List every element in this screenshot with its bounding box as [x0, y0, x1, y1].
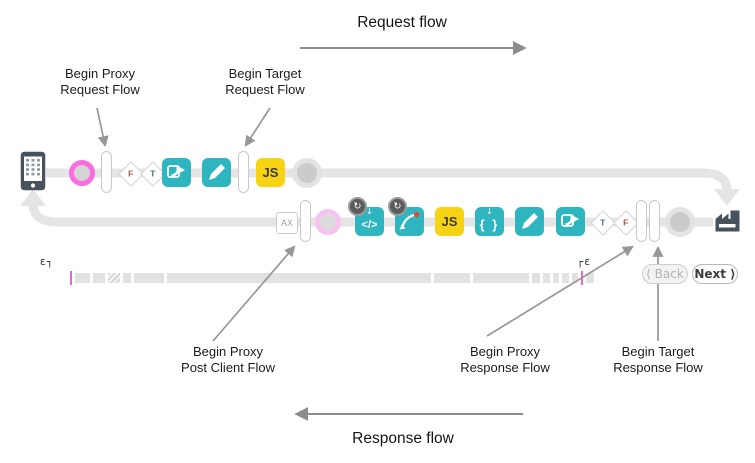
- timeline-segment[interactable]: [167, 273, 431, 283]
- response-javascript-policy-icon[interactable]: JS: [435, 207, 464, 236]
- arrow-begin-proxy-post-client-flow-icon: [212, 245, 296, 342]
- arrow-begin-proxy-response-flow-icon: [486, 245, 634, 337]
- arrow-begin-target-request-flow-icon: [244, 107, 271, 147]
- begin-target-response-flow-marker[interactable]: [649, 200, 660, 242]
- timeline-segment[interactable]: [572, 273, 578, 283]
- back-button[interactable]: ⟨ Back: [642, 264, 688, 284]
- timeline-selection-tick[interactable]: [581, 271, 583, 285]
- request-assign-message-policy-icon[interactable]: [202, 158, 231, 187]
- timeline-segment[interactable]: [532, 273, 540, 283]
- request-flow-arrowhead-icon: [714, 189, 740, 206]
- label-begin-proxy-request-flow: Begin Proxy Request Flow: [60, 66, 140, 97]
- label-begin-proxy-response-flow: Begin Proxy Response Flow: [460, 344, 550, 375]
- next-button[interactable]: Next ⟩: [692, 264, 738, 284]
- analytics-step-box[interactable]: AX: [276, 212, 298, 234]
- request-flow-end-dot[interactable]: [292, 158, 322, 188]
- arrow-begin-proxy-request-flow-icon: [96, 107, 109, 148]
- timeline-left-epsilon-mark: ε┐: [40, 256, 54, 268]
- response-flow-end-dot[interactable]: [665, 207, 695, 237]
- request-start-ring[interactable]: [69, 160, 95, 186]
- timeline-segment[interactable]: [134, 273, 164, 283]
- timeline-segment[interactable]: [108, 273, 120, 283]
- timeline-selection-tick[interactable]: [70, 271, 72, 285]
- response-flow-arrowhead-icon: [20, 189, 46, 206]
- timeline-segment[interactable]: [93, 273, 105, 283]
- begin-proxy-request-flow-marker[interactable]: [101, 151, 112, 193]
- request-flow-title: Request flow: [357, 14, 447, 31]
- label-begin-target-response-flow: Begin Target Response Flow: [613, 344, 703, 375]
- label-begin-proxy-post-client-flow: Begin Proxy Post Client Flow: [181, 344, 275, 375]
- timeline-segment[interactable]: [434, 273, 470, 283]
- request-callout-policy-icon[interactable]: [162, 158, 191, 187]
- begin-target-request-flow-marker[interactable]: [238, 151, 249, 193]
- timeline-segment[interactable]: [562, 273, 569, 283]
- timeline-segment[interactable]: [123, 273, 131, 283]
- replay-badge-icon: ↻: [348, 197, 367, 216]
- begin-proxy-response-flow-marker[interactable]: [636, 200, 647, 242]
- response-assign-message-policy-icon[interactable]: [515, 207, 544, 236]
- response-condition-true-diamond[interactable]: T: [590, 210, 616, 236]
- timeline-segment[interactable]: [473, 273, 529, 283]
- response-callout-policy-icon[interactable]: [556, 207, 585, 236]
- response-extract-variables-policy-icon[interactable]: ↓ { }: [475, 207, 504, 236]
- post-client-start-ring[interactable]: [315, 209, 341, 235]
- timeline-segment[interactable]: [553, 273, 559, 283]
- timeline-segment[interactable]: [586, 273, 594, 283]
- response-flow-title: Response flow: [352, 430, 454, 447]
- timeline-segment[interactable]: [543, 273, 550, 283]
- client-phone-icon[interactable]: [20, 151, 46, 191]
- timeline-track[interactable]: [70, 271, 594, 285]
- replay-badge-icon: ↻: [388, 197, 407, 216]
- label-begin-target-request-flow: Begin Target Request Flow: [225, 66, 305, 97]
- timeline-segment[interactable]: [75, 273, 90, 283]
- begin-proxy-post-client-flow-marker[interactable]: [300, 200, 311, 242]
- target-server-factory-icon[interactable]: [714, 209, 741, 233]
- timeline-right-epsilon-mark: ┌ε: [577, 256, 591, 268]
- response-condition-false-diamond[interactable]: F: [613, 210, 639, 236]
- request-javascript-policy-icon[interactable]: JS: [256, 158, 285, 187]
